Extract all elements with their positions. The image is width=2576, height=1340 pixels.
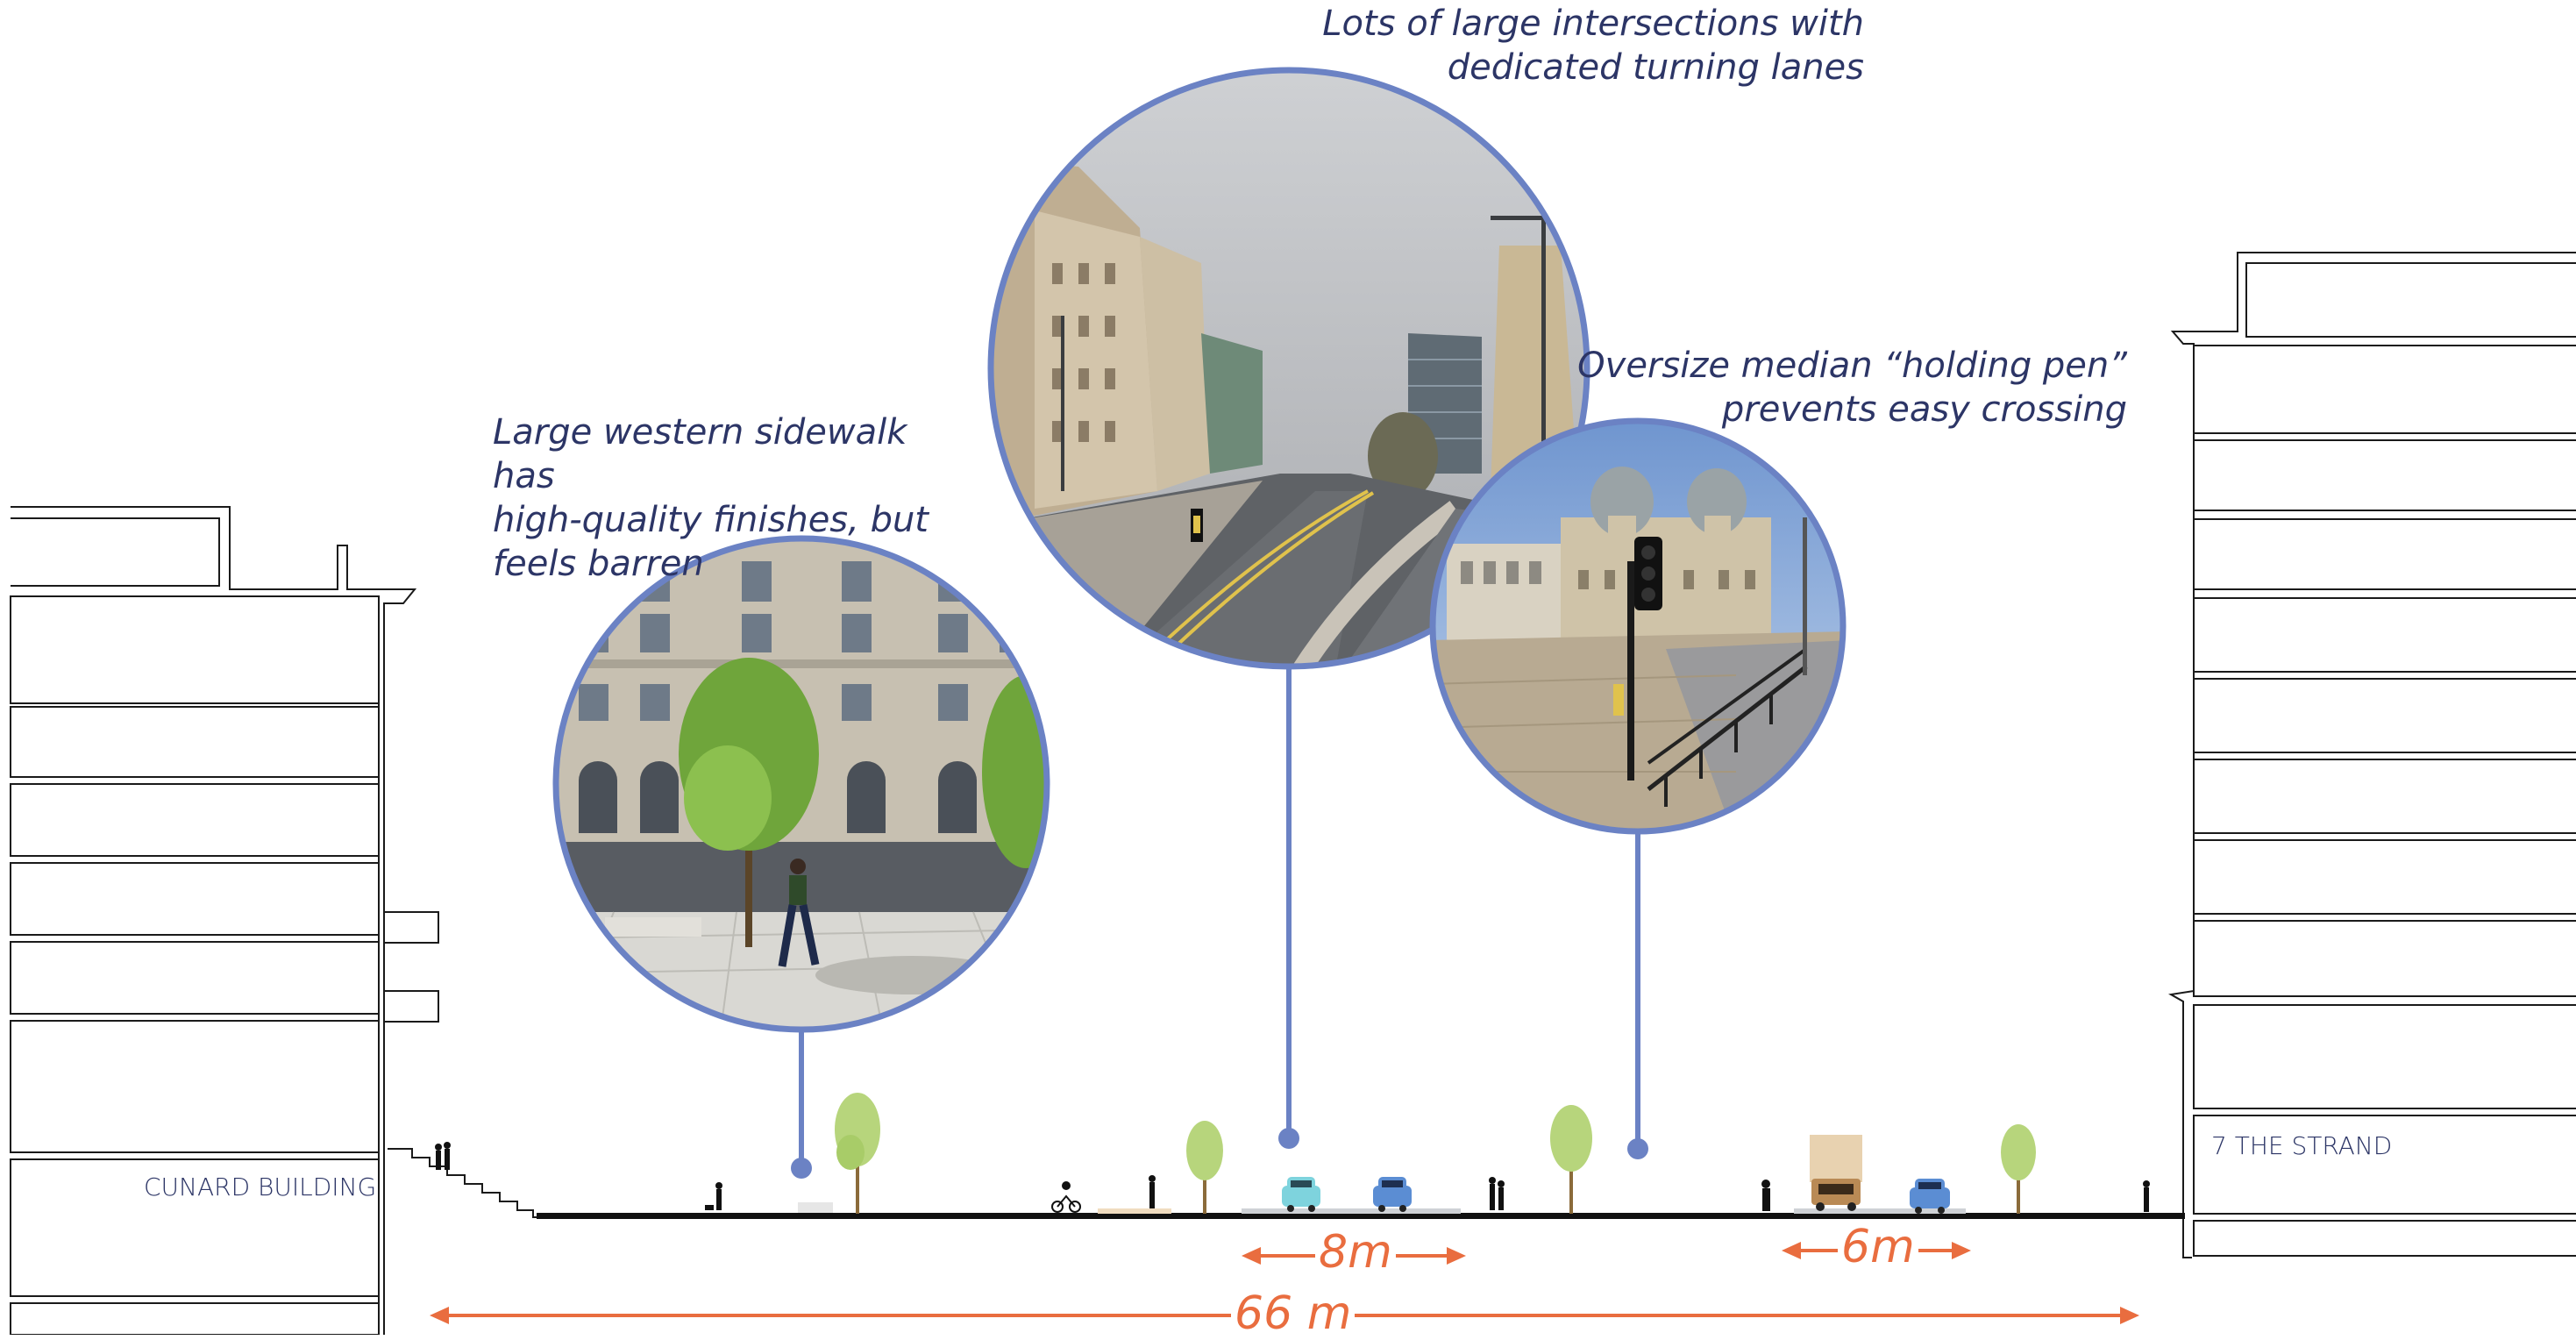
tree-icon bbox=[2001, 1124, 2036, 1214]
car-icon bbox=[1373, 1177, 1412, 1212]
person-icon bbox=[1489, 1177, 1505, 1210]
caption-median: Oversize median “holding pen” prevents e… bbox=[1577, 346, 2127, 430]
tree-icon bbox=[1186, 1121, 1223, 1214]
callout-leader-intersections bbox=[1278, 666, 1299, 1149]
building-label-cunard: CUNARD BUILDING bbox=[144, 1172, 377, 1201]
dimension-label-total: 66 m bbox=[1231, 1287, 1356, 1340]
person-with-dog-icon bbox=[705, 1182, 722, 1210]
callout-leader-median bbox=[1627, 831, 1648, 1159]
street-ground-line bbox=[537, 1213, 2185, 1219]
truck-icon bbox=[1810, 1135, 1862, 1211]
caption-intersections: Lots of large intersections with dedicat… bbox=[1322, 4, 1864, 88]
tree-icon bbox=[1550, 1105, 1592, 1214]
kerb-pad bbox=[1242, 1208, 1461, 1214]
car-icon bbox=[1282, 1177, 1320, 1212]
tree-icon bbox=[835, 1093, 880, 1214]
kerb-pad bbox=[798, 1202, 833, 1213]
dimension-label-6m: 6m bbox=[1838, 1221, 1918, 1273]
building-label-strand: 7 THE STRAND bbox=[2211, 1131, 2393, 1160]
caption-sidewalk: Large western sidewalk has high-quality … bbox=[493, 412, 929, 584]
cunard-building-outline bbox=[10, 506, 439, 1335]
dimension-label-8m: 8m bbox=[1315, 1226, 1396, 1279]
photo-sidewalk bbox=[552, 535, 1050, 1033]
person-icon bbox=[1761, 1180, 1770, 1211]
strand-building-outline bbox=[2168, 252, 2576, 1258]
car-icon bbox=[1910, 1179, 1950, 1214]
person-icon bbox=[2143, 1180, 2150, 1212]
photo-median bbox=[1429, 417, 1847, 835]
kerb-pad bbox=[1794, 1208, 1966, 1214]
kerb-pad bbox=[1098, 1208, 1171, 1214]
person-icon bbox=[435, 1142, 451, 1170]
cyclist-icon bbox=[1051, 1181, 1081, 1213]
person-icon bbox=[1149, 1175, 1156, 1208]
entrance-steps bbox=[388, 1148, 542, 1218]
callout-leader-sidewalk bbox=[791, 1030, 812, 1179]
